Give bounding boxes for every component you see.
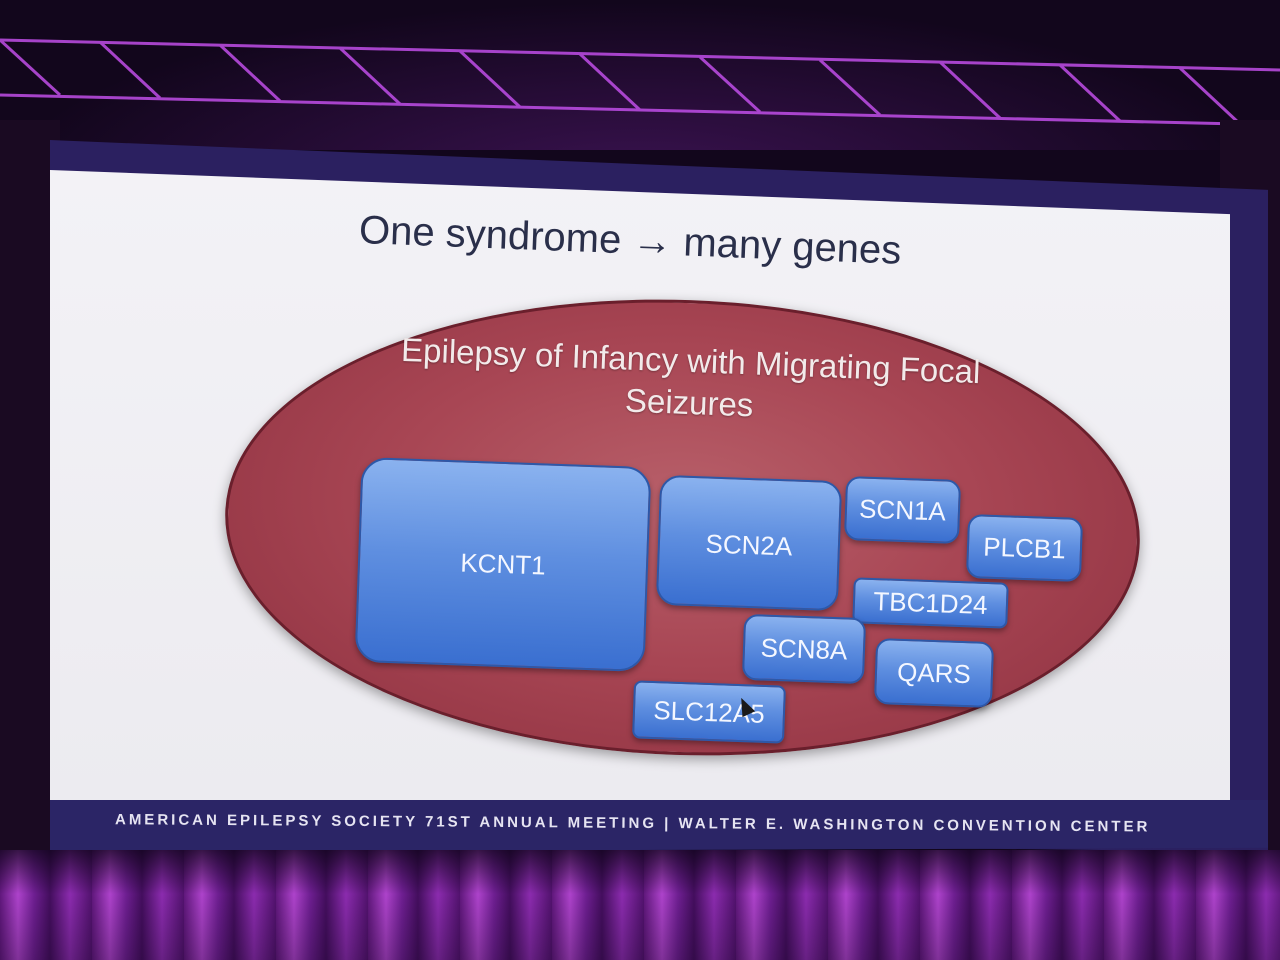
footer-bar [50,800,1268,852]
gene-box-plcb1: PLCB1 [965,514,1084,582]
gene-box-slc12a5: SLC12A5 [632,680,786,744]
truss-lights [0,38,1280,127]
gene-box-qars: QARS [873,637,995,709]
gene-box-scn8a: SCN8A [741,613,867,685]
gene-label: SCN8A [760,631,848,666]
gene-box-scn1a: SCN1A [843,476,962,544]
stage-truss [0,0,1280,150]
gene-label: KCNT1 [459,547,547,581]
gene-label: SCN1A [858,492,947,527]
gene-box-scn2a: SCN2A [655,474,843,612]
gene-label: PLCB1 [982,531,1067,564]
gene-label: QARS [896,656,972,689]
stage-curtain [0,850,1280,960]
gene-label: TBC1D24 [872,585,989,620]
gene-box-tbc1d24: TBC1D24 [852,577,1009,629]
gene-label: SCN2A [705,528,793,562]
gene-box-kcnt1: KCNT1 [354,457,652,672]
